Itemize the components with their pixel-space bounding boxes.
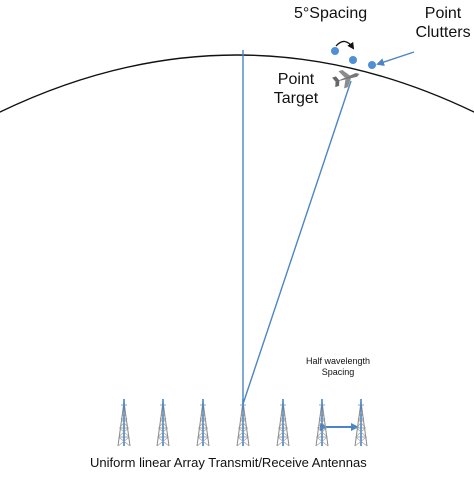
horizon-arc xyxy=(0,54,474,113)
antenna-tower-icon xyxy=(354,398,368,447)
antenna-tower-icon xyxy=(276,398,290,447)
spacing-curve-arrow xyxy=(335,40,355,50)
spacing-label: 5°Spacing xyxy=(294,5,368,22)
clutter-pointer-arrow xyxy=(376,51,415,66)
point-target-label: Point Target xyxy=(273,71,319,107)
half-wavelength-spacing-label: Half wavelength Spacing xyxy=(305,356,371,377)
antenna-tower-icon xyxy=(117,398,131,447)
aircraft-icon xyxy=(332,70,360,89)
antenna-tower-icon xyxy=(196,398,210,447)
array-caption: Uniform linear Array Transmit/Receive An… xyxy=(90,455,367,470)
antenna-tower-icon xyxy=(315,398,329,447)
target-line xyxy=(242,80,352,405)
antenna-tower-icon xyxy=(156,398,170,447)
point-clutters-label: Point Clutters xyxy=(415,5,471,41)
clutter-point xyxy=(331,47,339,55)
clutter-point xyxy=(368,61,376,69)
clutter-point xyxy=(349,56,357,64)
antenna-tower-icon xyxy=(236,398,250,447)
